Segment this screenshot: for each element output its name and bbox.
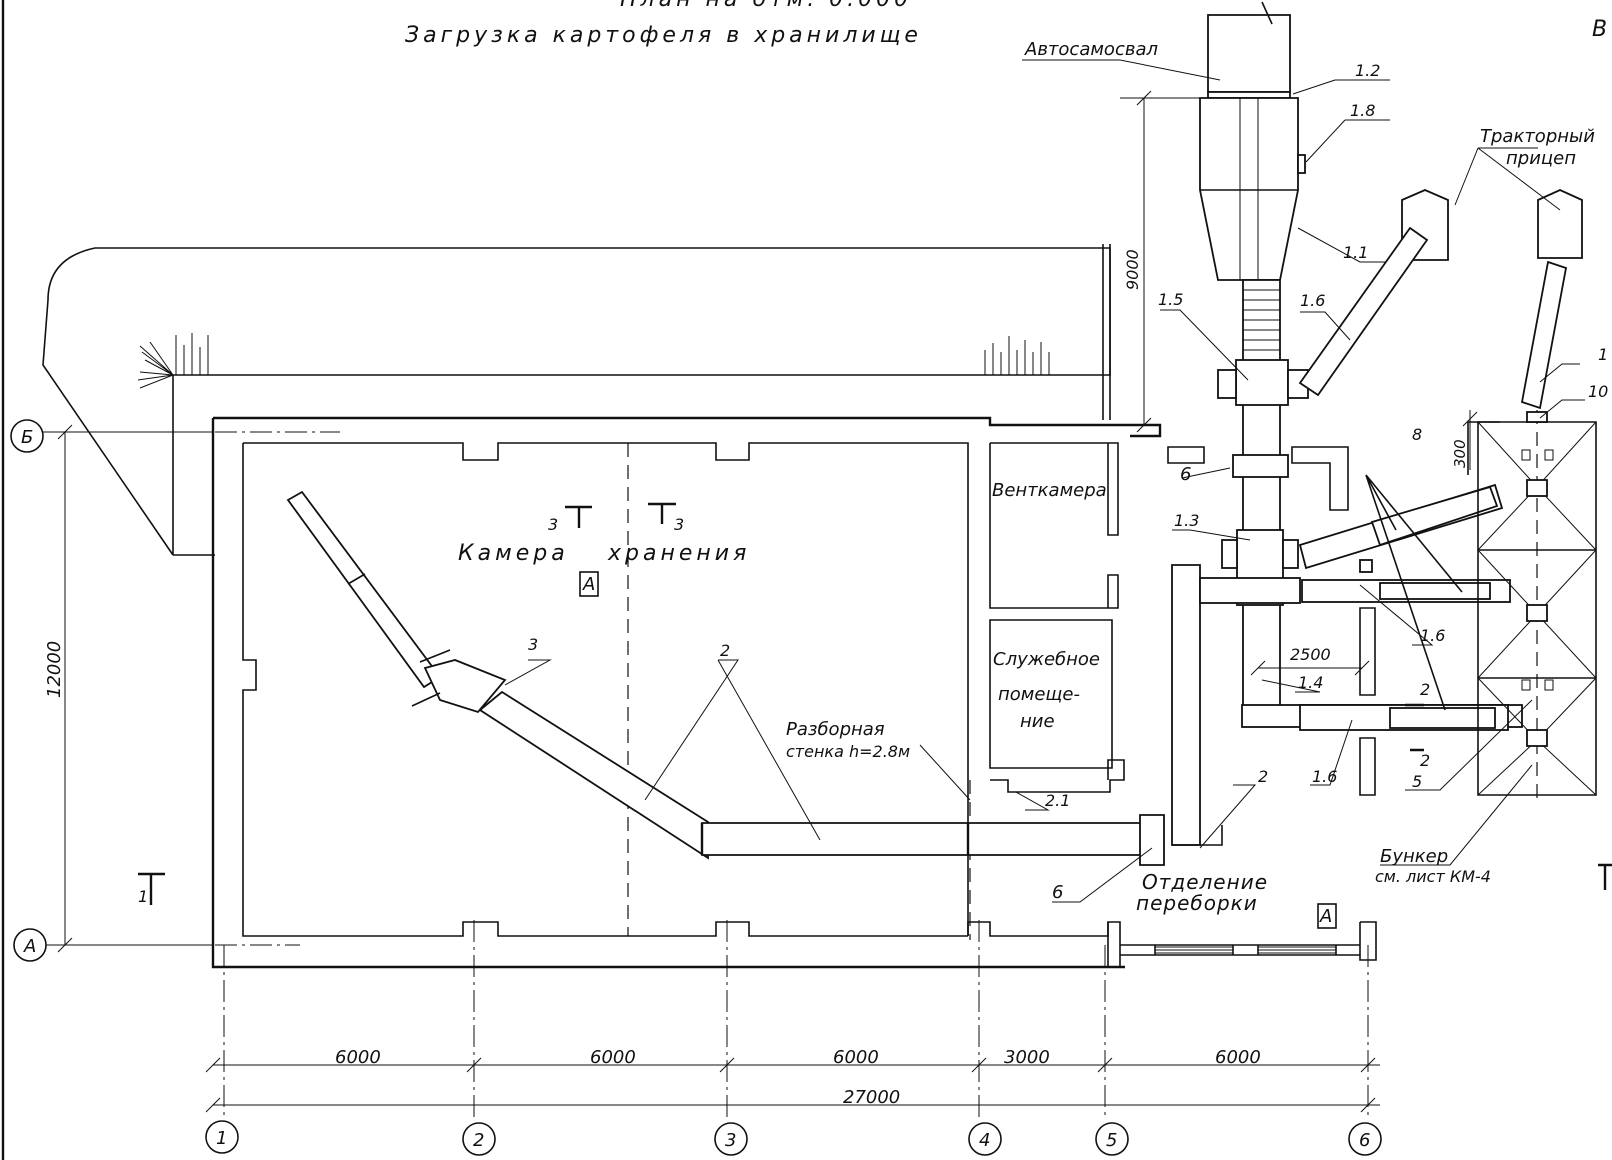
dim-300: 300	[1451, 439, 1469, 468]
dim-span-2: 6000	[590, 1047, 636, 1068]
dim-span-4: 3000	[1004, 1047, 1050, 1068]
axis-label-b: Б	[21, 427, 33, 448]
room-sorting-label-1: Отделение	[1142, 870, 1268, 894]
mark-3: 3	[528, 635, 538, 654]
plan-title: План на отм. 0.000	[620, 0, 912, 12]
mark-5: 5	[1412, 772, 1422, 791]
dim-span-1: 6000	[335, 1047, 381, 1068]
plan-subtitle: Загрузка картофеля в хранилище	[405, 23, 922, 48]
section-3-right: 3	[674, 515, 684, 534]
section-2-bottom: 2	[1420, 751, 1430, 770]
axis-bubble-2	[462, 1122, 496, 1156]
demountable-wall-label-1: Разборная	[786, 719, 885, 740]
mark-10: 10	[1588, 382, 1608, 401]
axis-label-6: 6	[1359, 1130, 1370, 1151]
section-1: 1	[138, 887, 148, 906]
axis-label-a: А	[23, 936, 36, 957]
room-storage-label-1: Камера	[458, 541, 569, 566]
zone-a-label-sorting: А	[1319, 906, 1332, 927]
trailers	[1298, 189, 1583, 410]
mark-1-right: 1	[1598, 345, 1608, 364]
mark-1-2: 1.2	[1355, 61, 1380, 80]
mark-1-8: 1.8	[1350, 101, 1375, 120]
dim-2500: 2500	[1290, 645, 1331, 664]
section-2-top: 2	[1420, 680, 1430, 699]
axis-bubble-1	[205, 1120, 239, 1154]
trailer-label-1: Тракторный	[1480, 126, 1595, 147]
mark-6-bottom: 6	[1052, 882, 1063, 903]
room-vent-label: Венткамера	[992, 480, 1107, 501]
trailer-label-2: прицеп	[1506, 148, 1576, 169]
dim-total: 27000	[843, 1087, 900, 1108]
mark-2-storage: 2	[720, 641, 730, 660]
axis-label-2: 2	[473, 1130, 484, 1151]
dim-12000: 12000	[44, 641, 65, 698]
axis-label-1: 1	[216, 1128, 227, 1149]
storage-conveyors	[286, 490, 1223, 866]
mark-1-6-top: 1.6	[1300, 291, 1325, 310]
leader-lines	[504, 59, 1585, 903]
corner-letter: В	[1592, 17, 1611, 42]
zone-a-box-storage	[579, 571, 599, 597]
mark-1-1: 1.1	[1343, 243, 1368, 262]
room-storage-label-2: хранения	[607, 541, 750, 566]
room-sorting-label-2: переборки	[1136, 891, 1258, 915]
zone-a-label-storage: А	[582, 574, 595, 595]
axis-label-3: 3	[725, 1130, 736, 1151]
mark-1-3: 1.3	[1174, 511, 1199, 530]
building-walls	[211, 416, 1377, 969]
axis-lines	[40, 431, 1369, 1120]
axis-bubble-a	[13, 928, 47, 962]
demountable-wall-label-2: стенка h=2.8м	[786, 742, 910, 761]
axis-bubble-6	[1348, 1122, 1382, 1156]
dim-span-5: 6000	[1215, 1047, 1261, 1068]
truck-label: Автосамосвал	[1024, 39, 1158, 60]
axis-label-4: 4	[979, 1130, 990, 1151]
axis-bubble-4	[968, 1122, 1002, 1156]
room-service-label-1: Служебное	[993, 649, 1100, 670]
mark-1-6-low: 1.6	[1312, 767, 1337, 786]
mark-1-6-mid: 1.6	[1420, 626, 1445, 645]
zone-a-box-sorting	[1317, 903, 1337, 929]
section-marks	[138, 502, 1612, 905]
bunker-label-1: Бункер	[1380, 846, 1448, 867]
mark-2-sorting: 2	[1258, 767, 1268, 786]
axis-bubble-5	[1095, 1122, 1129, 1156]
section-3-left: 3	[548, 515, 558, 534]
axis-label-5: 5	[1106, 1130, 1117, 1151]
axis-bubbles	[10, 419, 1382, 1156]
mark-6-top: 6	[1180, 464, 1191, 485]
room-service-label-3: ние	[1020, 711, 1055, 732]
mark-1-4: 1.4	[1298, 673, 1323, 692]
axis-bubble-3	[714, 1122, 748, 1156]
axis-bubble-b	[10, 419, 44, 453]
room-service-label-2: помеще-	[998, 684, 1080, 705]
mark-2-1: 2.1	[1045, 791, 1070, 810]
dim-span-3: 6000	[833, 1047, 879, 1068]
mark-1-5: 1.5	[1158, 290, 1183, 309]
bunkers	[1467, 410, 1597, 800]
bunker-label-2: см. лист КМ-4	[1375, 867, 1491, 886]
distribution-conveyors	[1298, 474, 1511, 731]
loading-line	[1199, 1, 1523, 728]
ramp	[42, 244, 1111, 556]
dim-9000: 9000	[1123, 249, 1142, 290]
mark-8: 8	[1412, 425, 1422, 444]
